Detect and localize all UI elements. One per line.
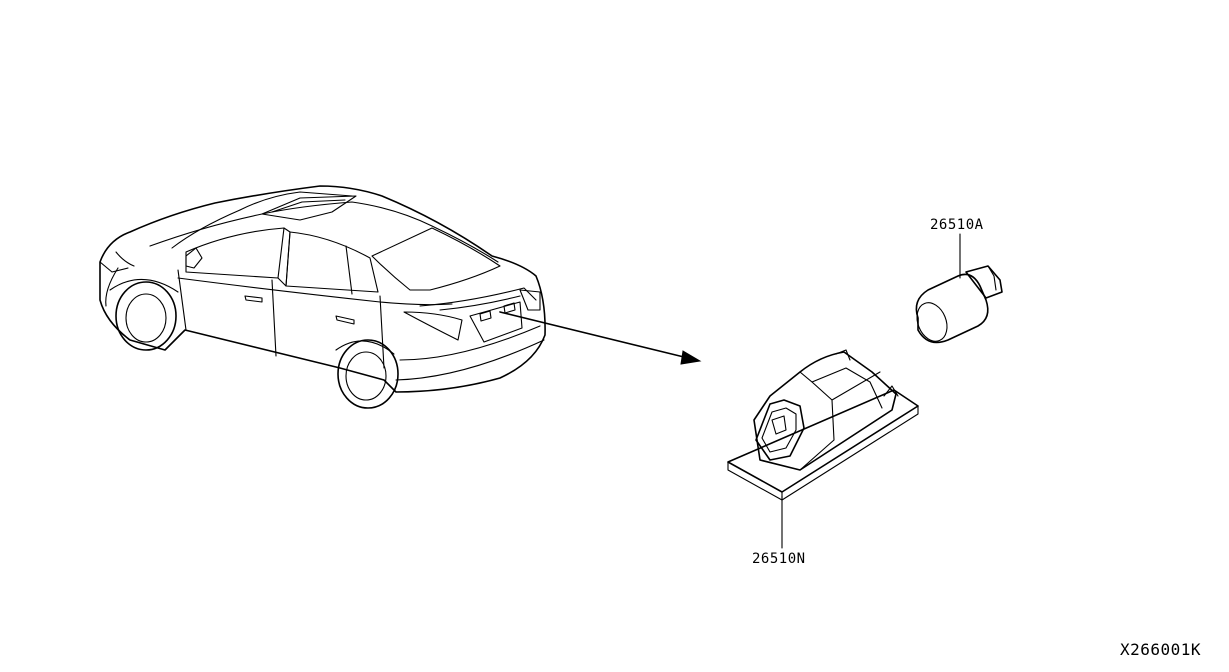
- figure-id: X266001K: [1120, 640, 1201, 659]
- bulb-part-number: 26510A: [930, 217, 984, 233]
- bulb-illustration: [915, 233, 1003, 344]
- leader-arrow: [499, 311, 702, 365]
- license-lamp-illustration: [727, 349, 919, 549]
- lamp-part-number: 26510N: [752, 551, 806, 567]
- sedan-illustration: [99, 185, 546, 409]
